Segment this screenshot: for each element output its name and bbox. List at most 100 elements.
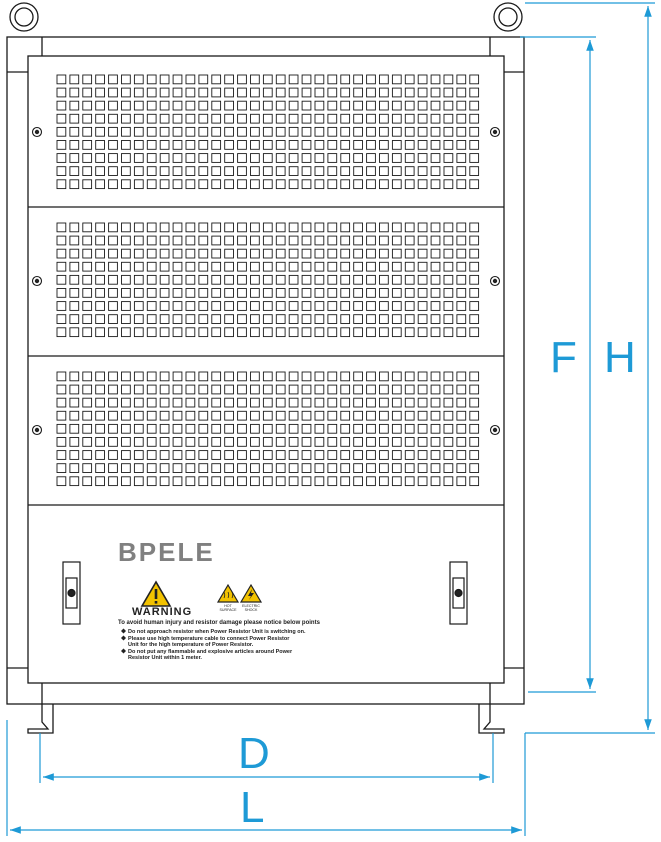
vent-slot: [69, 314, 80, 324]
vent-slot: [404, 179, 415, 190]
vent-slot: [391, 301, 402, 311]
vent-slot: [430, 423, 441, 434]
vent-slot: [185, 140, 196, 150]
vent-slot: [301, 437, 312, 447]
vent-slot: [121, 248, 131, 259]
vent-slot: [95, 423, 105, 434]
vent-slot: [379, 248, 389, 259]
vent-slot: [327, 100, 338, 111]
vent-slot: [288, 248, 299, 259]
vent-slot: [172, 126, 183, 137]
vent-slot: [108, 222, 118, 233]
vent-slot: [404, 126, 415, 137]
vent-slot: [56, 476, 67, 487]
vent-slot: [314, 423, 325, 434]
vent-slot: [417, 274, 428, 285]
vent-slot: [146, 371, 157, 382]
vent-slot: [121, 140, 131, 150]
vent-slot: [366, 423, 376, 434]
vent-slot: [314, 314, 325, 324]
vent-slot: [185, 74, 196, 85]
bullet-icon: [121, 648, 126, 654]
vent-slot: [314, 301, 325, 311]
vent-slot: [172, 179, 183, 190]
vent-slot: [327, 261, 338, 272]
vent-slot: [133, 222, 144, 233]
vent-slot: [314, 450, 325, 460]
vent-slot: [159, 301, 170, 311]
vent-slot: [391, 327, 402, 338]
vent-slot: [159, 179, 170, 190]
vent-slot: [185, 397, 196, 408]
vent-slot: [108, 126, 118, 137]
vent-slot: [288, 166, 299, 176]
vent-slot: [443, 397, 454, 408]
vent-slot: [146, 410, 157, 421]
vent-slot: [172, 314, 183, 324]
vent-slot: [469, 248, 480, 259]
vent-slot: [82, 179, 93, 190]
vent-slot: [379, 261, 389, 272]
vent-slot: [82, 450, 93, 460]
vent-slot: [301, 314, 312, 324]
vent-slot: [456, 100, 467, 111]
vent-slot: [456, 288, 467, 298]
vent-slot: [146, 301, 157, 311]
vent-slot: [275, 301, 286, 311]
screw-icon: [31, 424, 43, 436]
vent-slot: [340, 463, 351, 473]
vent-slot: [108, 179, 118, 190]
vent-slot: [327, 87, 338, 98]
vent-slot: [198, 74, 209, 85]
vent-slot: [237, 327, 247, 338]
vent-slot: [314, 288, 325, 298]
vent-slot: [456, 371, 467, 382]
vent-slot: [417, 248, 428, 259]
vent-slot: [443, 74, 454, 85]
vent-slot: [366, 261, 376, 272]
vent-slot: [314, 100, 325, 111]
vent-slot: [224, 100, 234, 111]
vent-slot: [146, 235, 157, 246]
vent-slot: [404, 222, 415, 233]
vent-slot: [198, 463, 209, 473]
vent-slot: [417, 179, 428, 190]
vent-slot: [250, 179, 260, 190]
vent-slot: [314, 140, 325, 150]
door-handle-left: [62, 561, 81, 625]
vent-slot: [159, 74, 170, 85]
screw-icon: [489, 275, 501, 287]
vent-slot: [353, 274, 363, 285]
vent-slot: [172, 274, 183, 285]
vent-slot: [430, 437, 441, 447]
vent-slot: [121, 274, 131, 285]
vent-slot: [82, 476, 93, 487]
vent-slot: [262, 140, 273, 150]
vent-slot: [340, 126, 351, 137]
vent-slot: [121, 222, 131, 233]
vent-slot: [69, 74, 80, 85]
vent-slot: [404, 437, 415, 447]
vent-slot: [133, 437, 144, 447]
vent-slot: [456, 166, 467, 176]
vent-slot: [69, 410, 80, 421]
vent-slot: [379, 327, 389, 338]
vent-slot: [69, 140, 80, 150]
vent-slot: [353, 301, 363, 311]
vent-slot: [198, 113, 209, 124]
vent-slot: [237, 397, 247, 408]
vent-slot: [366, 74, 376, 85]
vent-slot: [469, 166, 480, 176]
vent-slot: [391, 179, 402, 190]
vent-slot: [108, 248, 118, 259]
vent-slot: [82, 222, 93, 233]
vent-slot: [275, 314, 286, 324]
vent-slot: [185, 301, 196, 311]
vent-grid-panel-3: [56, 371, 480, 487]
vent-slot: [108, 261, 118, 272]
vent-slot: [456, 248, 467, 259]
vent-slot: [275, 437, 286, 447]
vent-slot: [237, 100, 247, 111]
vent-slot: [121, 126, 131, 137]
vent-slot: [353, 476, 363, 487]
